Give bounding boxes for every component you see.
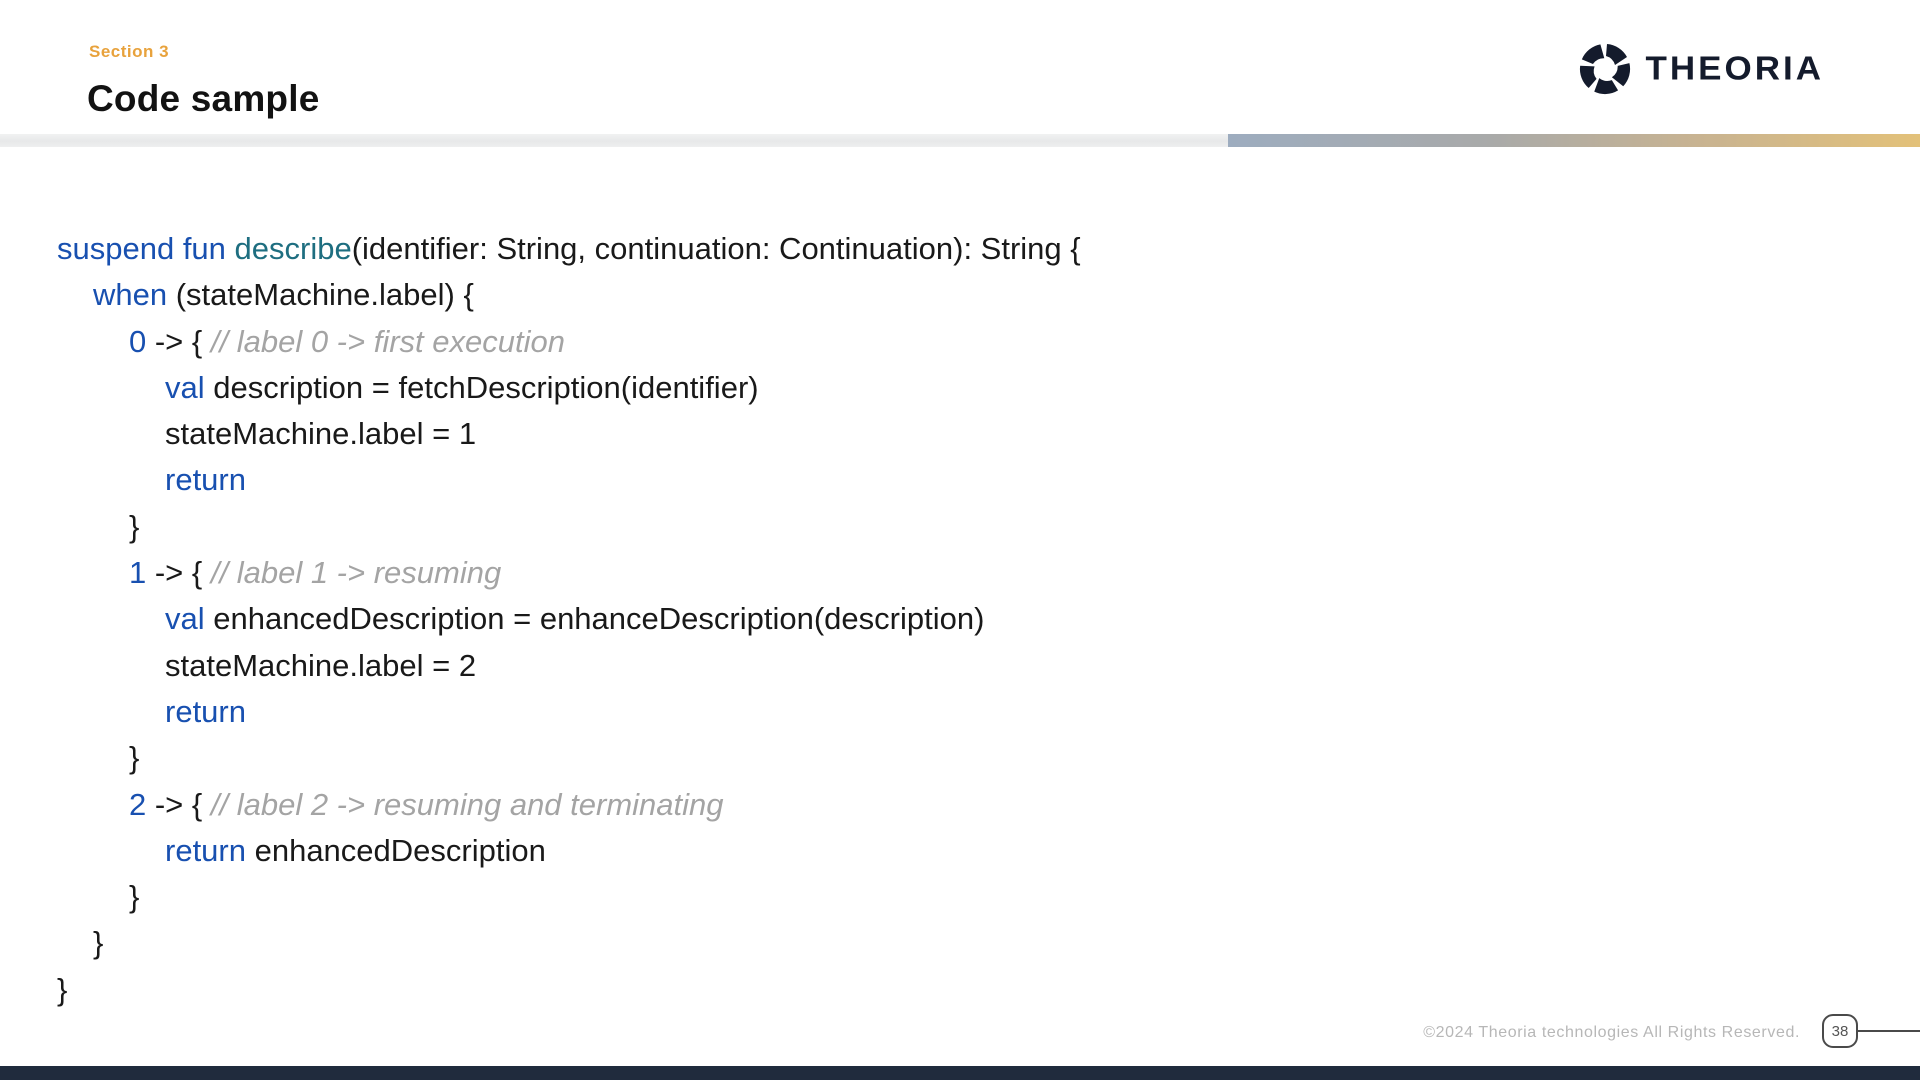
code-token-pl: stateMachine.label = 1	[165, 416, 477, 452]
code-line: }	[57, 967, 1081, 1013]
code-line: 1 -> { // label 1 -> resuming	[57, 550, 1081, 596]
code-token-pl: }	[93, 925, 104, 961]
code-line: val enhancedDescription = enhanceDescrip…	[57, 596, 1081, 642]
code-token-fn: describe	[234, 231, 352, 266]
page-number-badge: 38	[1822, 1014, 1858, 1048]
code-token-pl: }	[129, 508, 140, 544]
code-line: 2 -> { // label 2 -> resuming and termin…	[57, 782, 1081, 828]
code-token-kw: return	[165, 462, 246, 498]
code-token-kw: suspend fun	[57, 231, 235, 266]
divider-gradient-segment	[1228, 134, 1920, 147]
code-token-num: 0	[129, 323, 147, 359]
code-token-pl: }	[129, 879, 140, 915]
code-token-kw: val	[165, 601, 205, 637]
code-line: stateMachine.label = 1	[57, 411, 1081, 457]
header-divider	[0, 134, 1920, 147]
page-number-line	[1856, 1030, 1920, 1032]
bottom-accent-bar	[0, 1066, 1920, 1080]
code-line: stateMachine.label = 2	[57, 643, 1081, 689]
code-line: }	[57, 504, 1081, 550]
code-token-kw: return	[165, 693, 246, 729]
code-line: return enhancedDescription	[57, 828, 1081, 874]
code-token-pl: enhancedDescription = enhanceDescription…	[204, 601, 985, 637]
code-block: suspend fun describe(identifier: String,…	[57, 226, 1081, 1013]
code-token-pl: -> {	[146, 786, 211, 822]
code-token-pl: enhancedDescription	[245, 832, 546, 868]
code-token-pl: (identifier: String, continuation: Conti…	[351, 231, 1081, 266]
code-line: when (stateMachine.label) {	[57, 272, 1081, 318]
code-line: 0 -> { // label 0 -> first execution	[57, 319, 1081, 365]
section-label: Section 3	[89, 42, 170, 61]
code-line: val description = fetchDescription(ident…	[57, 365, 1081, 411]
code-token-pl: stateMachine.label = 2	[165, 647, 477, 683]
code-line: }	[57, 874, 1081, 920]
code-token-cm: // label 0 -> first execution	[210, 323, 565, 359]
code-line: return	[57, 689, 1081, 735]
logo: THEORIA	[1578, 42, 1825, 96]
code-line: }	[57, 920, 1081, 966]
code-token-cm: // label 2 -> resuming and terminating	[210, 786, 724, 822]
code-token-pl: (stateMachine.label) {	[167, 277, 474, 313]
code-token-num: 1	[129, 555, 147, 591]
page-number: 38	[1831, 1022, 1849, 1040]
code-token-kw: when	[93, 277, 168, 313]
code-line: return	[57, 457, 1081, 503]
code-token-pl: -> {	[146, 323, 211, 359]
copyright-text: ©2024 Theoria technologies All Rights Re…	[1423, 1024, 1800, 1041]
code-token-kw: val	[165, 369, 205, 405]
page-title: Code sample	[87, 78, 320, 119]
code-token-pl: }	[129, 740, 140, 776]
divider-gray-segment	[0, 134, 1228, 147]
code-token-cm: // label 1 -> resuming	[210, 555, 502, 591]
theoria-swirl-icon	[1578, 42, 1632, 96]
code-token-pl: -> {	[146, 555, 211, 591]
code-token-num: 2	[129, 786, 147, 822]
code-token-kw: return	[165, 832, 246, 868]
code-line: suspend fun describe(identifier: String,…	[57, 226, 1081, 272]
code-token-pl: }	[57, 971, 68, 1007]
logo-wordmark: THEORIA	[1645, 50, 1824, 88]
code-line: }	[57, 735, 1081, 781]
code-token-pl: description = fetchDescription(identifie…	[204, 369, 759, 405]
